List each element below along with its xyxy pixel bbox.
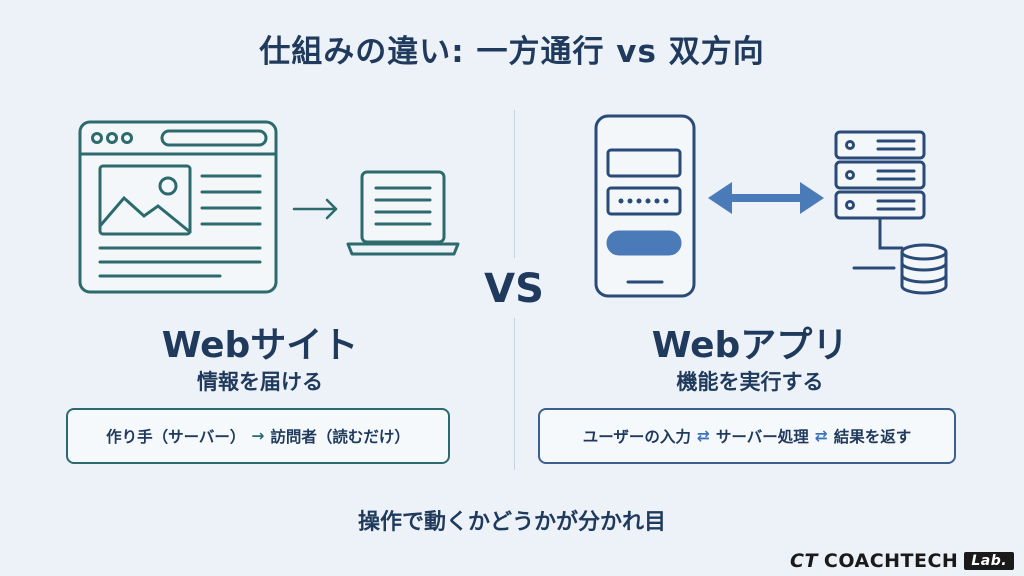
password-dots	[618, 198, 669, 204]
flow-arrow-2: ⇄	[814, 427, 828, 445]
logo-mark: CT	[790, 550, 818, 572]
webapp-subheading: 機能を実行する	[676, 370, 824, 394]
laptop-icon	[346, 170, 460, 256]
website-illustration	[78, 120, 460, 294]
flow-step-process: サーバー処理	[715, 428, 809, 446]
database-icon	[900, 243, 948, 295]
flow-step-input: ユーザーの入力	[582, 428, 691, 446]
flow-step-result: 結果を返す	[833, 428, 912, 446]
flow-arrow: →	[251, 427, 265, 445]
server-stack-icon	[834, 130, 926, 270]
center-divider-bottom	[514, 318, 515, 470]
webapp-illustration	[594, 114, 948, 298]
bidirectional-arrow-icon	[708, 182, 824, 214]
flow-to: 訪問者（読むだけ）	[270, 428, 410, 446]
diagram-title: 仕組みの違い: 一方通行 vs 双方向	[259, 34, 765, 70]
browser-window-icon	[78, 120, 278, 294]
website-heading: Webサイト	[161, 325, 359, 366]
flow-arrow-1: ⇄	[696, 427, 710, 445]
footer-caption: 操作で動くかどうかが分かれ目	[357, 510, 666, 535]
website-subheading: 情報を届ける	[197, 370, 323, 394]
website-flow-box: 作り手（サーバー） → 訪問者（読むだけ）	[66, 408, 450, 464]
vs-label: VS	[484, 266, 544, 312]
smartphone-icon	[594, 114, 696, 298]
logo-badge: Lab.	[964, 552, 1015, 570]
webapp-flow-box: ユーザーの入力 ⇄ サーバー処理 ⇄ 結果を返す	[538, 408, 956, 464]
webapp-heading: Webアプリ	[651, 325, 849, 366]
arrow-right-icon	[292, 198, 338, 220]
center-divider-top	[514, 110, 515, 258]
flow-from: 作り手（サーバー）	[106, 428, 246, 446]
logo-name: COACHTECH	[823, 550, 959, 572]
